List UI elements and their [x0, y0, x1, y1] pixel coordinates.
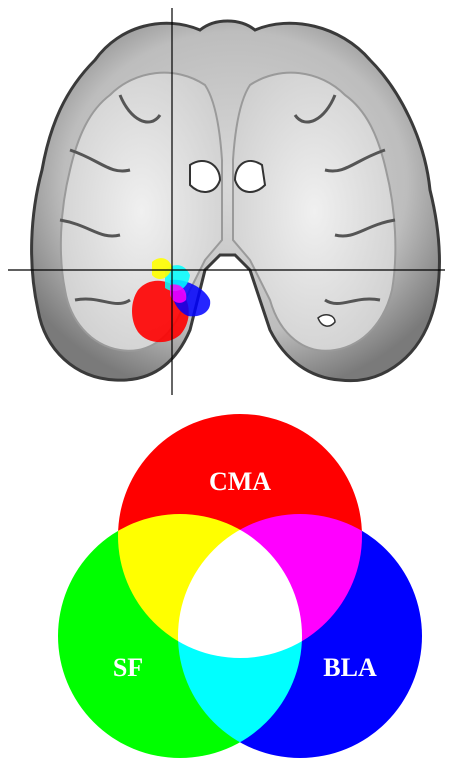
venn-diagram-panel: CMA SF BLA: [0, 400, 451, 764]
brain-coronal-slice-image: [0, 0, 451, 400]
venn-label-bla: BLA: [323, 653, 377, 682]
brain-coronal-slice-panel: [0, 0, 451, 400]
brain-cortex: [32, 21, 440, 381]
venn-diagram: CMA SF BLA: [0, 400, 451, 764]
venn-label-cma: CMA: [209, 467, 271, 496]
venn-circle-bla: [178, 514, 422, 758]
venn-label-sf: SF: [113, 653, 143, 682]
